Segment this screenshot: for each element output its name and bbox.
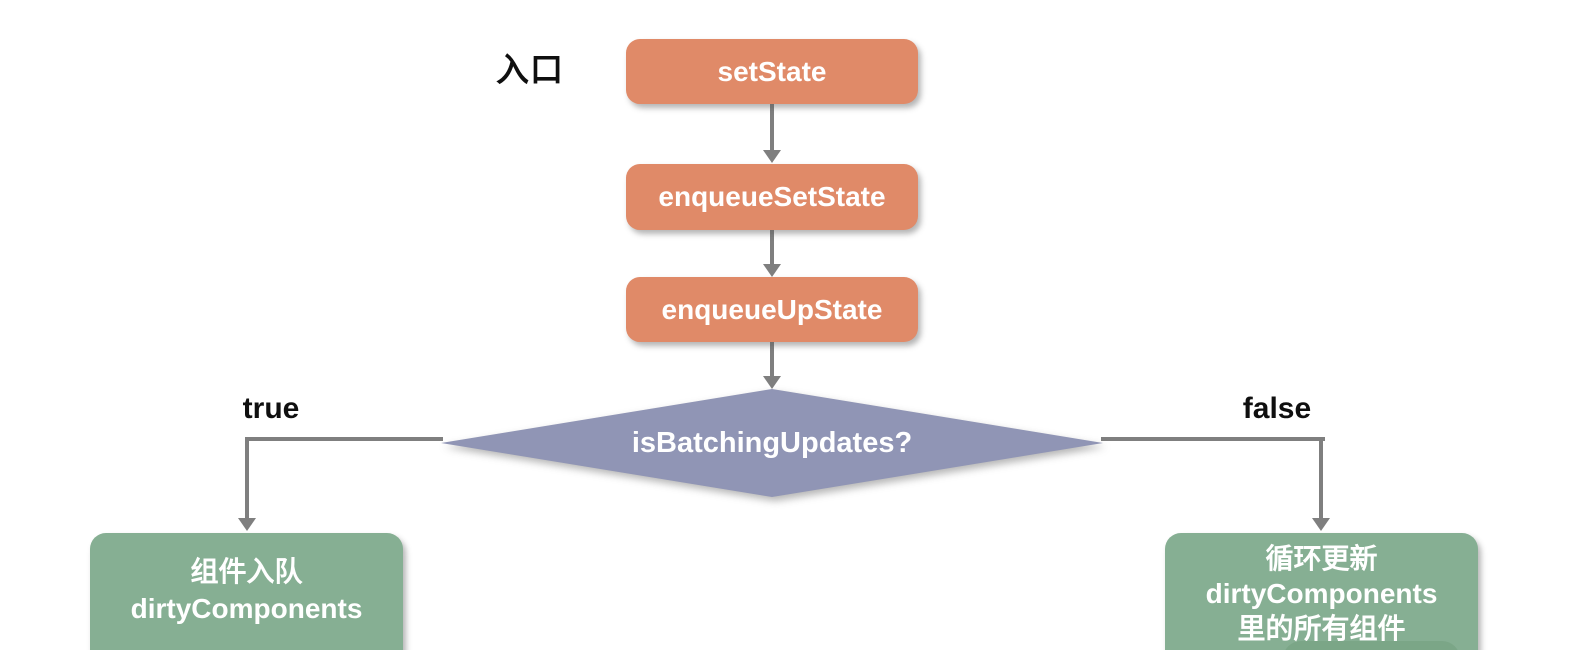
- branch-true-vline: [245, 437, 249, 519]
- result-line: 组件入队: [190, 556, 303, 587]
- branch-true-label: true: [242, 392, 300, 425]
- connector-setstate-line: [770, 103, 774, 151]
- node-isbatchingupdates: isBatchingUpdates?: [441, 389, 1103, 497]
- node-enqueueupstate: enqueueUpState: [626, 277, 918, 342]
- branch-true-hline: [245, 437, 443, 441]
- connector-enqueueupstate-line: [770, 341, 774, 378]
- arrowhead-down-icon: [763, 264, 781, 277]
- arrowhead-down-icon: [763, 150, 781, 163]
- node-setstate: setState: [626, 39, 918, 104]
- branch-false-vline: [1319, 437, 1323, 519]
- node-dirtycomponents-loop-update: 循环更新 dirtyComponents 里的所有组件: [1165, 533, 1478, 650]
- result-line: dirtyComponents: [130, 593, 363, 624]
- diamond-label: isBatchingUpdates?: [631, 426, 913, 459]
- result-line: 里的所有组件: [1237, 613, 1406, 644]
- arrowhead-down-icon: [1312, 518, 1330, 531]
- arrowhead-down-icon: [238, 518, 256, 531]
- entry-label: 入口: [496, 51, 564, 88]
- result-line: dirtyComponents: [1205, 578, 1438, 609]
- node-enqueuesetstate: enqueueSetState: [626, 164, 918, 230]
- branch-false-hline: [1101, 437, 1325, 441]
- arrowhead-down-icon: [763, 376, 781, 389]
- branch-false-label: false: [1242, 392, 1312, 425]
- node-dirtycomponents-enqueue: 组件入队 dirtyComponents: [90, 533, 403, 650]
- result-line: 循环更新: [1265, 543, 1378, 574]
- partially-visible-node: [1283, 641, 1460, 650]
- connector-enqueuesetstate-line: [770, 229, 774, 266]
